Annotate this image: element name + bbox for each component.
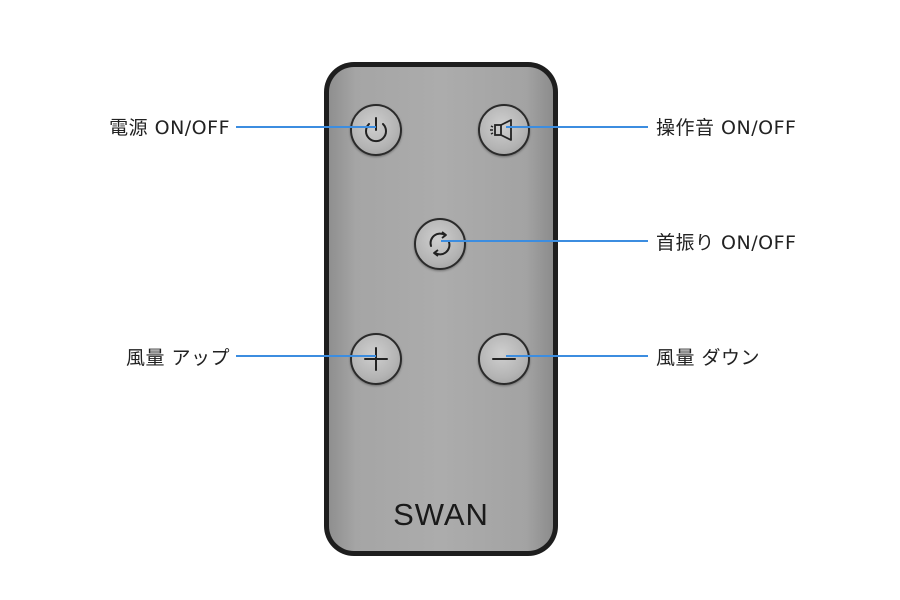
swing-label: 首振り ON/OFF — [656, 232, 797, 254]
fan-down-label: 風量 ダウン — [656, 347, 761, 369]
sound-callout-line — [506, 126, 648, 128]
plus-icon — [364, 347, 388, 371]
brand-logo: SWAN — [393, 497, 489, 532]
sound-button[interactable] — [478, 104, 530, 156]
fan-down-callout-line — [506, 355, 648, 357]
fan-down-button[interactable] — [478, 333, 530, 385]
rotate-icon — [429, 231, 451, 257]
remote-control: SWAN — [324, 62, 558, 556]
swing-callout-line — [441, 240, 648, 242]
power-callout-line — [236, 126, 376, 128]
power-button[interactable] — [350, 104, 402, 156]
speaker-icon — [490, 119, 512, 141]
swing-button[interactable] — [414, 218, 466, 270]
sound-label: 操作音 ON/OFF — [656, 117, 797, 139]
fan-up-callout-line — [236, 355, 376, 357]
power-icon — [365, 117, 387, 143]
power-label: 電源 ON/OFF — [109, 117, 230, 139]
remote-face: SWAN — [329, 67, 553, 551]
fan-up-label: 風量 アップ — [125, 347, 230, 369]
fan-up-button[interactable] — [350, 333, 402, 385]
minus-icon — [492, 358, 516, 360]
